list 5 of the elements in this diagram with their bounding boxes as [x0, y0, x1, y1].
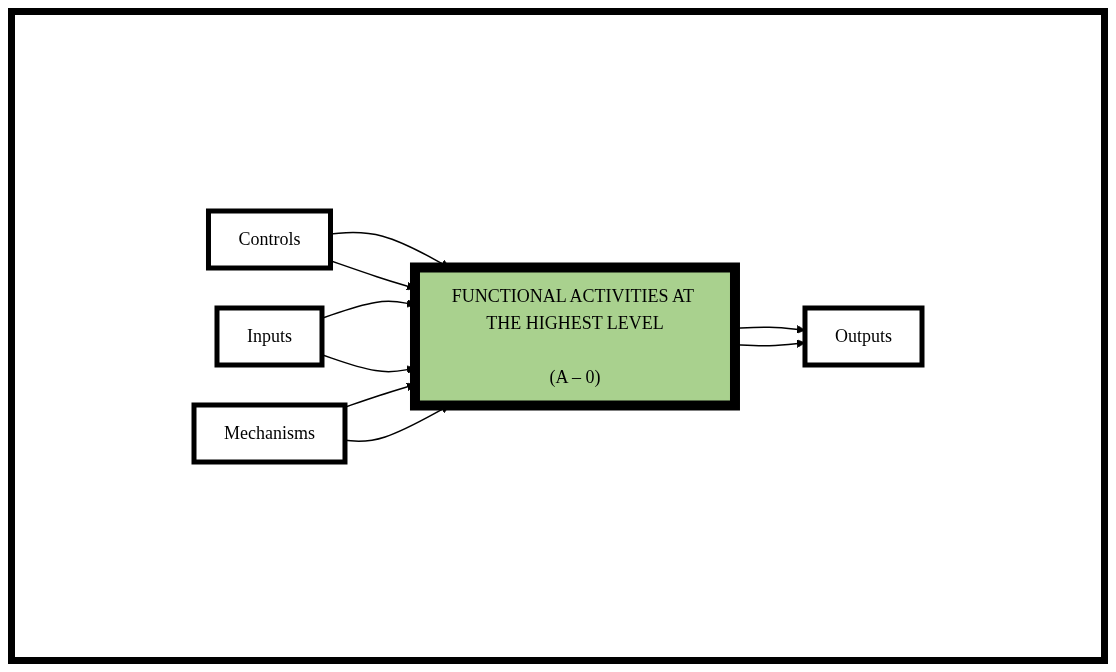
node-box: FUNCTIONAL ACTIVITIES AT THE HIGHEST LEVEL (A – 0)	[410, 262, 740, 410]
node-box: Inputs	[214, 305, 325, 367]
node-box: Outputs	[802, 305, 925, 367]
node-box: Mechanisms	[191, 402, 348, 464]
node-box: Controls	[206, 208, 333, 270]
